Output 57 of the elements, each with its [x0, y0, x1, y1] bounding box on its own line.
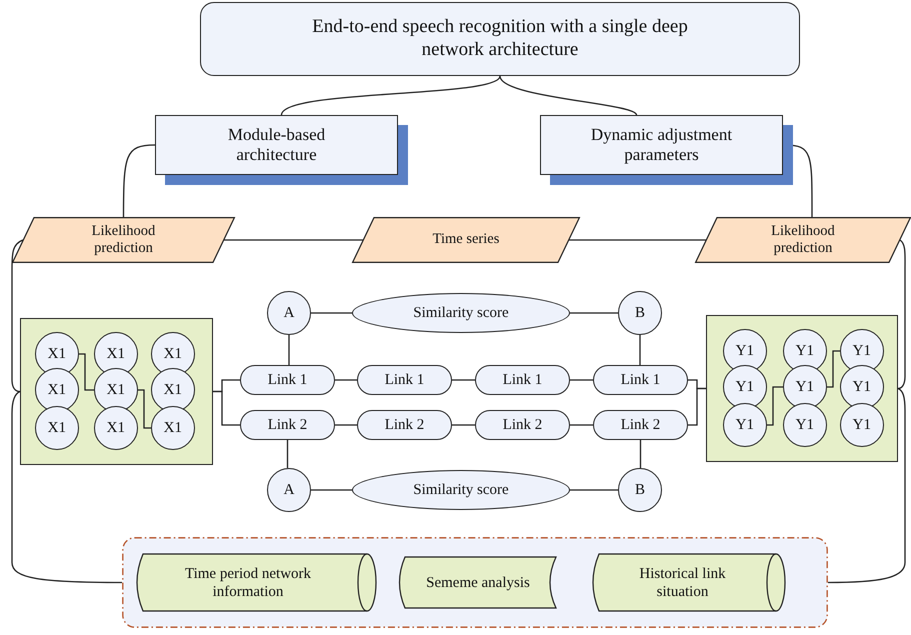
connector-line	[452, 424, 475, 426]
score-ellipse: Similarity score	[352, 293, 570, 333]
connector-line	[570, 379, 593, 381]
connector-line	[499, 76, 637, 116]
connector-line	[138, 389, 151, 428]
connector-line	[11, 390, 122, 584]
storage-container	[122, 537, 828, 628]
connector-line	[828, 388, 906, 584]
connector-line	[570, 312, 618, 314]
connector-line	[569, 239, 706, 241]
node-circle: Y1	[840, 402, 884, 447]
connector-line	[640, 440, 642, 468]
node-circle: X1	[150, 406, 195, 450]
connector-line	[280, 76, 500, 116]
link-pill: Link 2	[475, 410, 570, 440]
node-circle: Y1	[722, 402, 767, 447]
title-box: End-to-end speech recognition with a single deep network architecture	[200, 2, 800, 76]
analysis-shape: Sememe analysis	[396, 556, 560, 609]
node-group-panel	[20, 318, 213, 465]
node-circle: B	[618, 468, 662, 512]
connector-line	[286, 440, 288, 468]
connector-line	[335, 424, 357, 426]
connector-line	[570, 489, 618, 491]
node-circle: X1	[34, 406, 79, 450]
connector-line	[570, 424, 593, 426]
node-circle: B	[618, 291, 662, 335]
connector-line	[311, 312, 352, 314]
data-parallelogram: Likelihood prediction	[12, 217, 235, 263]
link-pill: Link 1	[475, 365, 570, 395]
connector-line	[224, 239, 363, 241]
connector-line	[11, 239, 24, 392]
connector-line	[78, 353, 94, 390]
connector-line	[826, 350, 840, 388]
score-ellipse: Similarity score	[352, 470, 570, 510]
connector-line	[335, 379, 357, 381]
connector-line	[688, 388, 706, 426]
connector-line	[898, 240, 906, 390]
link-pill: Link 1	[593, 365, 688, 395]
connector-line	[452, 379, 475, 381]
node-circle: A	[267, 291, 311, 335]
node-circle: A	[267, 468, 311, 512]
connector-line	[288, 335, 290, 365]
data-parallelogram: Likelihood prediction	[695, 217, 911, 263]
link-pill: Link 2	[240, 410, 335, 440]
link-pill: Link 1	[357, 365, 452, 395]
connector-line	[213, 390, 240, 426]
connector-line	[639, 335, 641, 365]
node-group-panel	[706, 315, 898, 462]
connector-line	[122, 144, 156, 217]
link-pill: Link 2	[357, 410, 452, 440]
node-circle: Y1	[782, 402, 827, 447]
link-pill: Link 2	[593, 410, 688, 440]
connector-line	[766, 386, 783, 426]
data-parallelogram: Time series	[352, 217, 580, 263]
connector-line	[311, 489, 352, 491]
node-circle: X1	[94, 406, 138, 450]
link-pill: Link 1	[240, 365, 335, 395]
